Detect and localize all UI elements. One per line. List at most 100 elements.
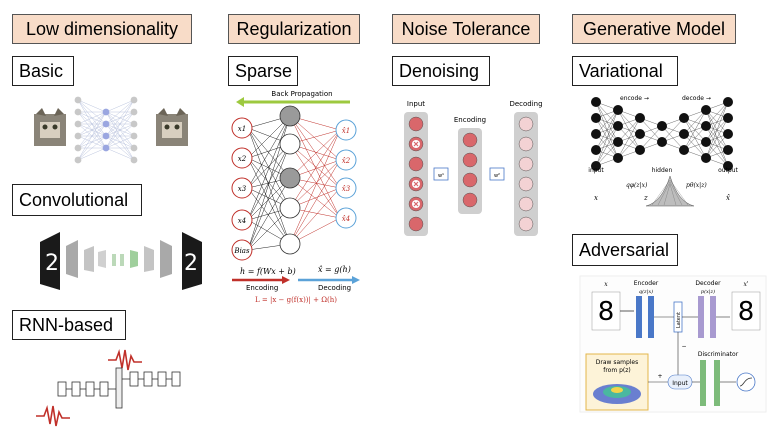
loss-formula: L = |x − g(f(x))| + Ω(h) xyxy=(255,296,337,304)
w1-box xyxy=(433,167,449,181)
decoding-arrowhead xyxy=(352,276,360,284)
basic-autoencoder-diagram xyxy=(34,96,188,164)
sparse-decoder-edge xyxy=(289,115,341,161)
vae-node xyxy=(679,113,689,123)
sparse-encoder-edge xyxy=(247,127,291,179)
basic-network xyxy=(74,96,138,164)
sparse-autoencoder-diagram: Back Propagation x1x2x3x4Biasx̂1x̂2x̂3x̂… xyxy=(231,90,360,304)
sparse-hidden-node xyxy=(279,197,301,219)
vae-node xyxy=(679,129,689,139)
vae-node xyxy=(635,145,645,155)
basic-edge xyxy=(105,99,135,125)
sparse-input-node xyxy=(231,239,253,261)
decoder-bar-1 xyxy=(698,296,704,338)
convolutional-autoencoder-diagram: 2 2 xyxy=(40,232,202,290)
basic-edge xyxy=(105,111,135,149)
denoising-autoencoder-diagram: Input Encoding Decoding w¹ w² xyxy=(404,100,543,236)
rnn-encoder-cells xyxy=(57,381,116,397)
vae-node xyxy=(723,129,733,139)
title-convolutional: Convolutional xyxy=(12,184,142,216)
basic-node xyxy=(102,120,110,128)
vae-gaussian-surface xyxy=(645,175,695,207)
basic-node xyxy=(130,144,138,152)
sparse-output-node xyxy=(335,119,357,141)
sparse-hidden-node xyxy=(279,133,301,155)
sparse-output-node xyxy=(335,149,357,171)
vae-edge xyxy=(705,101,729,127)
sparse-decoder-edge xyxy=(289,159,341,209)
vae-edge xyxy=(595,109,619,167)
sigmoid-curve xyxy=(739,377,753,387)
vae-node xyxy=(679,145,689,155)
sparse-output-label: x̂1 xyxy=(342,126,350,135)
noise-cross xyxy=(413,201,419,207)
adversarial-autoencoder-diagram: x 8 Encoder q(z|x) Latent Decoder p(x|z)… xyxy=(579,275,767,413)
sparse-decoder-edge xyxy=(289,129,341,245)
vae-edge xyxy=(617,133,641,159)
vae-edge xyxy=(661,117,685,143)
vae-nodes xyxy=(591,97,733,171)
vae-node xyxy=(591,113,601,123)
vae-edge xyxy=(683,109,707,151)
basic-edge xyxy=(77,111,107,137)
denoise-input-node xyxy=(408,216,424,232)
basic-edge xyxy=(105,147,135,161)
sparse-decoder-edge xyxy=(289,159,341,245)
denoise-input-node xyxy=(408,116,424,132)
vae-edge xyxy=(705,101,729,143)
decoding-label: Decoding xyxy=(318,284,351,292)
title-adversarial: Adversarial xyxy=(572,234,678,266)
denoise-nodes xyxy=(408,116,534,232)
sparse-output-label: x̂2 xyxy=(342,156,351,165)
vae-input-label: input xyxy=(588,167,604,174)
conv-output-digit-panel xyxy=(182,232,202,290)
conv-input-digit-2: 2 xyxy=(45,251,59,276)
basic-node xyxy=(102,108,110,116)
decode-label: decode → xyxy=(682,95,711,102)
sparse-decoder-edge xyxy=(289,129,341,209)
vae-x-label: x xyxy=(594,194,598,202)
adv-encoder-label: Encoder xyxy=(634,280,659,287)
sigmoid-node xyxy=(736,372,756,392)
vae-edge xyxy=(617,117,641,159)
sparse-decoder-edge xyxy=(289,143,341,219)
vae-node xyxy=(635,113,645,123)
title-sparse: Sparse xyxy=(228,56,298,86)
adv-x-label: x xyxy=(604,281,608,288)
denoise-decoding-node xyxy=(518,196,534,212)
sparse-encoder-edge xyxy=(247,143,291,251)
sparse-encoder-edge xyxy=(247,187,291,245)
vae-node xyxy=(723,161,733,171)
vae-node xyxy=(635,129,645,139)
rnn-embedding-vector xyxy=(115,367,123,409)
vae-edge xyxy=(683,125,707,151)
vae-edge xyxy=(639,125,663,151)
latent-label: Latent xyxy=(676,312,682,328)
basic-node xyxy=(102,132,110,140)
vae-edge xyxy=(705,101,729,159)
back-propagation-label: Back Propagation xyxy=(271,90,332,98)
sparse-input-node xyxy=(231,209,253,231)
basic-node xyxy=(74,144,82,152)
sparse-decoder-edge xyxy=(289,143,341,189)
denoise-decoding-node xyxy=(518,176,534,192)
vae-edge xyxy=(595,141,619,167)
vae-node xyxy=(701,137,711,147)
adv-input-digit-box xyxy=(591,291,621,331)
basic-edge xyxy=(77,111,107,149)
vae-edge xyxy=(617,117,641,143)
basic-edge xyxy=(77,111,107,161)
denoise-decoding-label: Decoding xyxy=(509,100,542,108)
encoding-arrowhead xyxy=(282,276,290,284)
denoise-encoding-node xyxy=(462,172,478,188)
sparse-output-label: x̂3 xyxy=(342,184,351,193)
discriminator-bar-1 xyxy=(700,360,706,406)
sparse-decoder-edge xyxy=(289,187,341,245)
decoder-bar-2 xyxy=(710,296,716,338)
vae-node xyxy=(591,97,601,107)
vae-edge xyxy=(683,109,707,135)
adv-output-digit-box xyxy=(731,291,761,331)
encoder-bar-2 xyxy=(648,296,654,338)
sparse-input-node xyxy=(231,177,253,199)
